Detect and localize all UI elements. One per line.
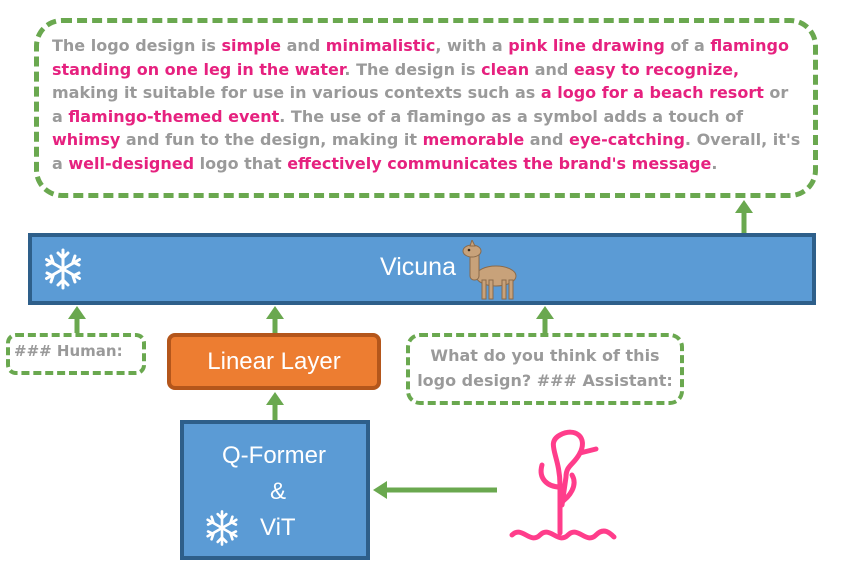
output-text-box [34,18,818,198]
output-text-segment: and fun to the design, making it [120,130,423,149]
highlighted-phrase: pink line drawing [508,36,665,55]
question-line-1: What do you think of this [430,346,660,365]
vicuna-label: Vicuna [380,253,456,281]
highlighted-phrase: flamingo standing on one leg in the wate… [52,36,789,79]
human-prompt-box [6,333,146,375]
highlighted-phrase: flamingo-themed event [68,106,280,126]
highlighted-phrase: whimsy [52,130,121,149]
question-line-2: logo design? ### Assistant: [417,371,673,390]
output-text-segment: of a [664,36,711,55]
ampersand-label: & [270,478,287,505]
output-text-segment: . Overall, it's a [52,130,801,173]
snowflake-icon [206,510,238,546]
vit-label: ViT [260,514,296,541]
output-text: The logo design is simple and minimalist… [52,34,804,175]
output-text-segment: The logo design is [52,36,222,55]
highlighted-phrase: effectively communicates the brand's mes… [287,153,712,173]
output-text-segment: , with a [435,36,509,55]
linear-layer-label: Linear Layer [207,348,341,375]
highlighted-phrase: a logo for a beach resort [540,83,764,102]
output-text-segment: making it suitable for use in various co… [52,83,541,102]
output-text-segment: logo that [194,153,288,173]
output-text-segment: and [281,36,326,55]
human-prompt-text: ### Human: [14,342,123,360]
output-text-segment: . The use of a flamingo as a symbol adds… [279,106,744,126]
highlighted-phrase: clean [481,59,530,79]
highlighted-phrase: easy to recognize, [573,59,740,79]
highlighted-phrase: well-designed [68,153,195,173]
output-text-segment: and [529,59,574,79]
linear-layer-block [167,333,381,390]
highlighted-phrase: eye-catching [569,130,685,149]
output-text-segment: or a [52,83,789,126]
output-text-segment: . The design is [344,59,482,79]
question-prompt-text: What do you think of this logo design? #… [406,343,684,393]
snowflake-icon [45,248,81,290]
vicuna-block [28,233,816,305]
flamingo-icon [509,429,617,541]
question-prompt-box [406,333,684,405]
highlighted-phrase: simple [221,36,281,55]
output-text-segment: . [711,153,718,173]
highlighted-phrase: memorable [422,130,525,149]
highlighted-phrase: minimalistic [325,36,436,55]
llama-icon [462,240,517,300]
qformer-label: Q-Former [222,442,326,469]
output-text-segment: and [524,130,570,149]
